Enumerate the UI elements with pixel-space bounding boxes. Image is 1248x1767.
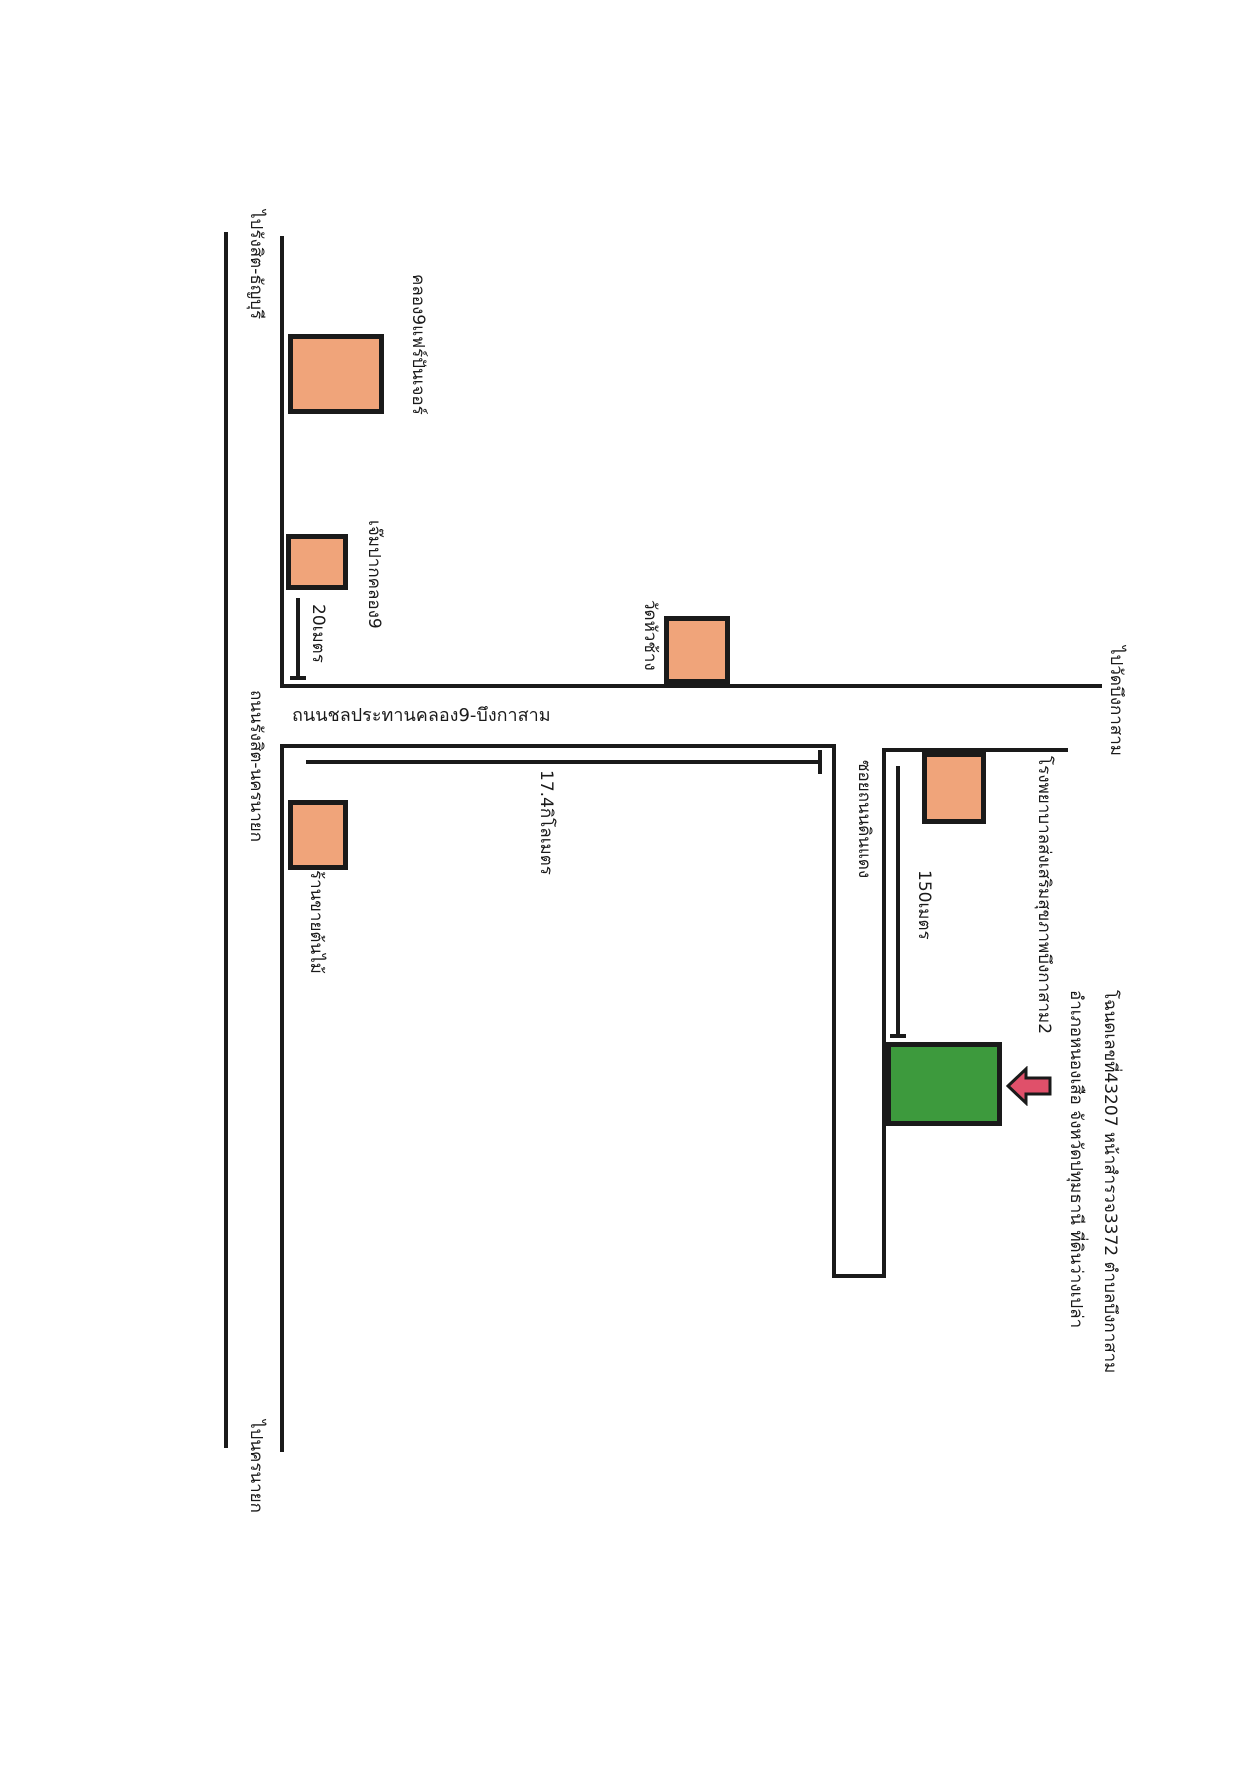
main-road-inner-edge-north <box>280 236 284 684</box>
dist-17km-bar <box>306 760 818 764</box>
dist-150m-bar-cap <box>890 1034 906 1038</box>
label-land-line1: โฉนดเลขที่43207 หน้าสำรวจ3372 ตำบลบึงกาส… <box>1100 990 1120 1374</box>
chonprathan-road-north-edge <box>280 684 1102 688</box>
label-tree-shop: ร้านขายต้นไม้ <box>306 870 326 974</box>
hospital-box <box>922 752 986 824</box>
dist-17km-bar-cap <box>818 750 822 774</box>
khlong9-gate-box <box>286 534 348 590</box>
wat-hua-chang-box <box>664 616 730 684</box>
arrow-left-icon <box>1006 1066 1052 1106</box>
label-khlong9-fair-center: คลอง9แฟร์ปันเจอร์ <box>408 274 428 415</box>
soi-west-edge <box>832 744 836 1278</box>
label-to-nakhon-nayok: ไปนครนายก <box>246 1420 266 1513</box>
label-dist-20m: 20เมตร <box>308 604 328 663</box>
dist-20m-bar-cap <box>290 676 306 680</box>
chonprathan-road-south-edge-east <box>882 748 1068 752</box>
label-soi-thanon-din-daeng: ซอยถนนดินแดง <box>854 760 874 879</box>
chonprathan-road-south-edge-west <box>280 744 834 748</box>
label-to-wat-bueng-ka-sam: ไปวัดบึงกาสาม <box>1106 646 1126 756</box>
label-chonprathan-road: ถนนชลประทานคลอง9-บึงกาสาม <box>292 705 551 726</box>
tree-shop-box <box>288 800 348 870</box>
khlong9-fair-center-box <box>288 334 384 414</box>
label-wat-hua-chang: วัดหัวช้าง <box>640 600 660 671</box>
label-khlong9-gate: เจ๊มปากคลอง9 <box>364 520 384 629</box>
label-dist-17-4km: 17.4กิโลเมตร <box>536 770 556 875</box>
label-hospital: โรงพยาบาลส่งเสริมสุขภาพบึงกาสาม2 <box>1034 756 1054 1035</box>
dist-150m-bar <box>896 766 900 1036</box>
target-land-box <box>886 1042 1002 1126</box>
dist-20m-bar <box>296 598 300 680</box>
label-land-line2: อำเภอหนองเสือ จังหวัดปทุมธานี ที่ดินว่าง… <box>1066 990 1086 1329</box>
label-to-rangsit-thanyaburi: ไปรังสิต-ธัญบุรี <box>246 210 266 320</box>
main-road-outer-edge <box>224 232 228 1448</box>
soi-end <box>832 1274 886 1278</box>
soi-east-edge <box>882 748 886 1278</box>
label-dist-150m: 150เมตร <box>914 870 934 940</box>
label-rangsit-nakhonnayok-road: ถนนรังสิต-นครนายก <box>246 690 266 843</box>
main-road-inner-edge-south <box>280 746 284 1452</box>
